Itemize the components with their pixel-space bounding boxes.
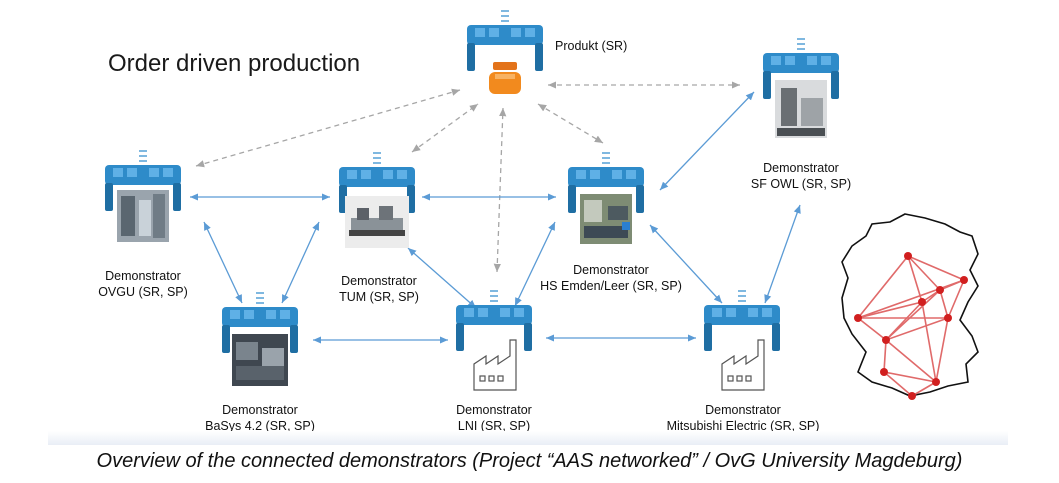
node-label-lni: Demonstrator LNI (SR, SP) xyxy=(446,402,542,434)
node-basys xyxy=(222,292,298,386)
link-tum-lni xyxy=(407,247,477,309)
node-mitsubishi xyxy=(704,290,780,391)
node-produkt xyxy=(467,10,543,94)
hs-emden-line1: Demonstrator xyxy=(573,263,649,277)
node-label-produkt: Produkt (SR) xyxy=(555,38,627,54)
caption-band xyxy=(48,431,1008,445)
produkt-label: Produkt (SR) xyxy=(555,39,628,53)
tum-line2: TUM (SR, SP) xyxy=(339,290,419,304)
node-label-basys: Demonstrator BaSys 4.2 (SR, SP) xyxy=(205,402,315,434)
mitsubishi-line1: Demonstrator xyxy=(705,403,781,417)
link-produkt-tum xyxy=(411,103,479,153)
sf-owl-line2: SF OWL (SR, SP) xyxy=(750,177,852,191)
link-tum-basys xyxy=(281,221,320,304)
basys-line1: Demonstrator xyxy=(222,403,298,417)
link-sfowl-mitsubishi xyxy=(764,204,801,304)
node-label-hs-emden: Demonstrator HS Emden/Leer (SR, SP) xyxy=(536,262,686,294)
photo-icon xyxy=(775,80,827,138)
photo-icon xyxy=(232,334,288,386)
link-hs-mitsubishi xyxy=(649,224,723,304)
mitsubishi-line2: Mitsubishi Electric (SR, SP) xyxy=(666,419,820,433)
dashed-links xyxy=(195,81,740,273)
node-label-sf-owl: Demonstrator SF OWL (SR, SP) xyxy=(748,160,854,192)
link-hs-sfowl xyxy=(659,91,755,191)
lni-line2: LNI (SR, SP) xyxy=(457,419,531,433)
node-lni xyxy=(456,290,532,391)
ovgu-line1: Demonstrator xyxy=(105,269,181,283)
solid-links xyxy=(190,91,801,344)
figure-caption: Overview of the connected demonstrators … xyxy=(96,450,963,472)
lni-line1: Demonstrator xyxy=(456,403,532,417)
node-label-tum: Demonstrator TUM (SR, SP) xyxy=(334,273,424,305)
node-tum xyxy=(339,152,415,248)
page-title: Order driven production xyxy=(108,50,361,77)
node-ovgu xyxy=(105,150,181,242)
photo-icon xyxy=(580,194,632,244)
hs-emden-line2: HS Emden/Leer (SR, SP) xyxy=(540,279,682,293)
sf-owl-line1: Demonstrator xyxy=(763,161,839,175)
factory-icon xyxy=(473,339,517,391)
photo-icon xyxy=(117,190,169,242)
node-label-mitsubishi: Demonstrator Mitsubishi Electric (SR, SP… xyxy=(656,402,830,434)
photo-icon xyxy=(345,196,409,248)
link-ovgu-basys xyxy=(203,221,243,304)
ovgu-line2: OVGU (SR, SP) xyxy=(98,285,188,299)
node-hs-emden xyxy=(568,152,644,244)
tum-line1: Demonstrator xyxy=(341,274,417,288)
node-label-ovgu: Demonstrator OVGU (SR, SP) xyxy=(98,268,188,300)
link-hs-lni xyxy=(514,221,556,307)
germany-map-icon xyxy=(841,213,979,400)
product-icon xyxy=(489,62,521,94)
factory-icon xyxy=(721,339,765,391)
link-produkt-ovgu xyxy=(195,88,461,168)
link-produkt-hs xyxy=(537,103,604,144)
basys-line2: BaSys 4.2 (SR, SP) xyxy=(205,419,315,433)
link-produkt-lni xyxy=(493,107,507,273)
node-sf-owl xyxy=(763,38,839,138)
